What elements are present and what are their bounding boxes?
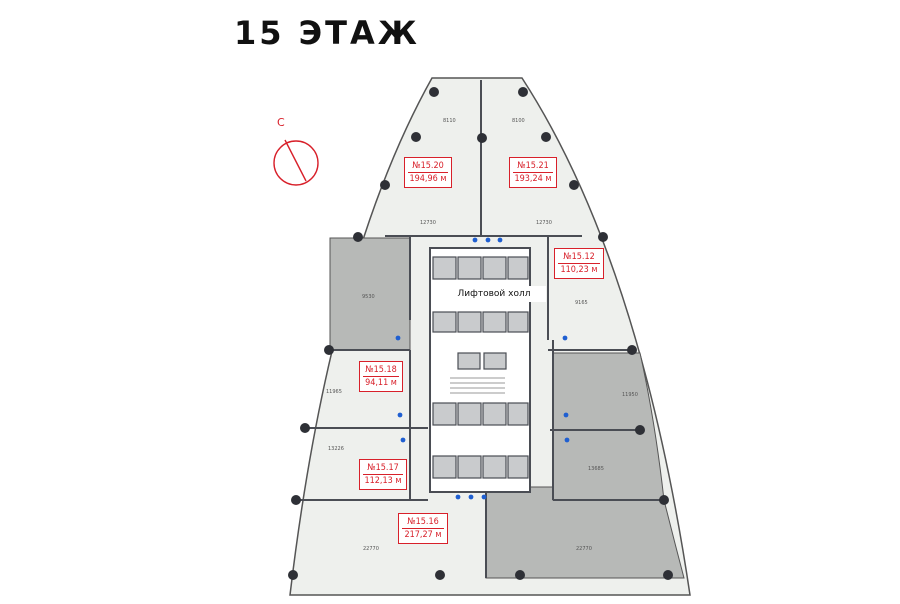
dim-label: 22770 <box>363 546 379 552</box>
shaded-zone-left <box>329 237 411 351</box>
compass-north-label: С <box>277 116 285 129</box>
unit-area: 112,13 м <box>364 476 402 486</box>
unit-number: №15.12 <box>558 251 600 264</box>
dim-label: 8110 <box>443 118 456 124</box>
dim-label: 11965 <box>326 389 342 395</box>
dim-label: 13226 <box>328 446 344 452</box>
unit-area: 110,23 м <box>560 265 598 275</box>
elevator-row-top <box>432 256 529 280</box>
unit-label-15-20[interactable]: №15.20 194,96 м <box>404 157 452 188</box>
dimension-labels: 8110 8100 12730 12730 9530 9165 11965 11… <box>326 118 638 552</box>
unit-label-15-12[interactable]: №15.12 110,23 м <box>554 248 604 279</box>
unit-label-15-17[interactable]: №15.17 112,13 м <box>359 459 407 490</box>
elevator-row-lower <box>432 402 529 479</box>
unit-number: №15.16 <box>402 516 444 529</box>
unit-number: №15.21 <box>513 160 553 173</box>
partition-walls <box>295 80 664 578</box>
unit-area: 193,24 м <box>514 174 552 184</box>
dim-label: 9530 <box>362 294 375 300</box>
stairs <box>450 377 505 394</box>
unit-area: 217,27 м <box>404 530 442 540</box>
elevator-row-mid <box>432 311 529 370</box>
columns <box>288 87 673 580</box>
unit-number: №15.17 <box>363 462 403 475</box>
dim-label: 12730 <box>420 220 436 226</box>
dim-label: 13685 <box>588 466 604 472</box>
unit-label-15-16[interactable]: №15.16 217,27 м <box>398 513 448 544</box>
unit-number: №15.20 <box>408 160 448 173</box>
dim-label: 9165 <box>575 300 588 306</box>
unit-number: №15.18 <box>363 364 399 377</box>
dim-label: 12730 <box>536 220 552 226</box>
core <box>429 247 531 493</box>
compass-icon <box>273 139 319 186</box>
floor-title: 15 ЭТАЖ <box>234 14 420 52</box>
elevator-hall-label: Лифтовой холл <box>442 286 546 302</box>
water-points <box>395 237 570 500</box>
unit-area: 94,11 м <box>365 378 397 388</box>
dim-label: 8100 <box>512 118 525 124</box>
unit-area: 194,96 м <box>409 174 447 184</box>
unit-label-15-21[interactable]: №15.21 193,24 м <box>509 157 557 188</box>
shaded-zone-right <box>552 352 665 501</box>
dim-label: 11950 <box>622 392 638 398</box>
dim-label: 22770 <box>576 546 592 552</box>
unit-label-15-18[interactable]: №15.18 94,11 м <box>359 361 403 392</box>
